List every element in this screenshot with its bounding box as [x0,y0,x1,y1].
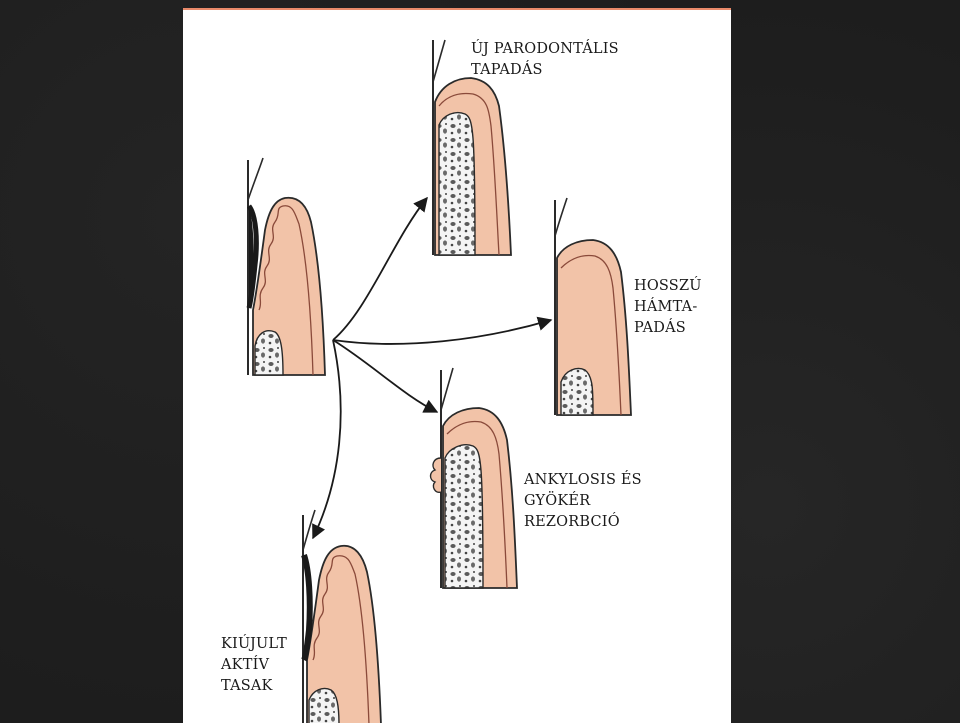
label-recurrent-pocket: KIÚJULT AKTÍV TASAK [221,634,287,697]
label-ankylosis-line-3: REZORBCIÓ [524,512,642,533]
label-recurrent-pocket-line-3: TASAK [221,676,287,697]
label-new-attachment: ÚJ PARODONTÁLIS TAPADÁS [471,39,619,81]
recurrent-pocket-illustration [303,510,381,723]
label-long-epithelium-line-1: HOSSZÚ [634,276,702,297]
label-recurrent-pocket-line-1: KIÚJULT [221,634,287,655]
label-recurrent-pocket-line-2: AKTÍV [221,655,287,676]
label-long-epithelium-line-2: HÁMTA- [634,297,702,318]
arrow-to-new-attachment [333,198,427,340]
arrow-to-ankylosis [333,340,437,412]
arrow-to-long-epithelium [333,320,551,344]
label-ankylosis: ANKYLOSIS ÉS GYÖKÉR REZORBCIÓ [524,470,642,533]
diagram-panel: ÚJ PARODONTÁLIS TAPADÁS HOSSZÚ HÁMTA- PA… [183,8,731,723]
label-long-epithelium: HOSSZÚ HÁMTA- PADÁS [634,276,702,339]
ankylosis-illustration [431,368,518,588]
periodontal-healing-diagram [183,10,731,723]
label-new-attachment-line-2: TAPADÁS [471,60,619,81]
label-long-epithelium-line-3: PADÁS [634,318,702,339]
label-ankylosis-line-2: GYÖKÉR [524,491,642,512]
label-ankylosis-line-1: ANKYLOSIS ÉS [524,470,642,491]
label-new-attachment-line-1: ÚJ PARODONTÁLIS [471,39,619,60]
long-epithelium-illustration [555,198,631,415]
initial-pocket-illustration [248,158,325,375]
